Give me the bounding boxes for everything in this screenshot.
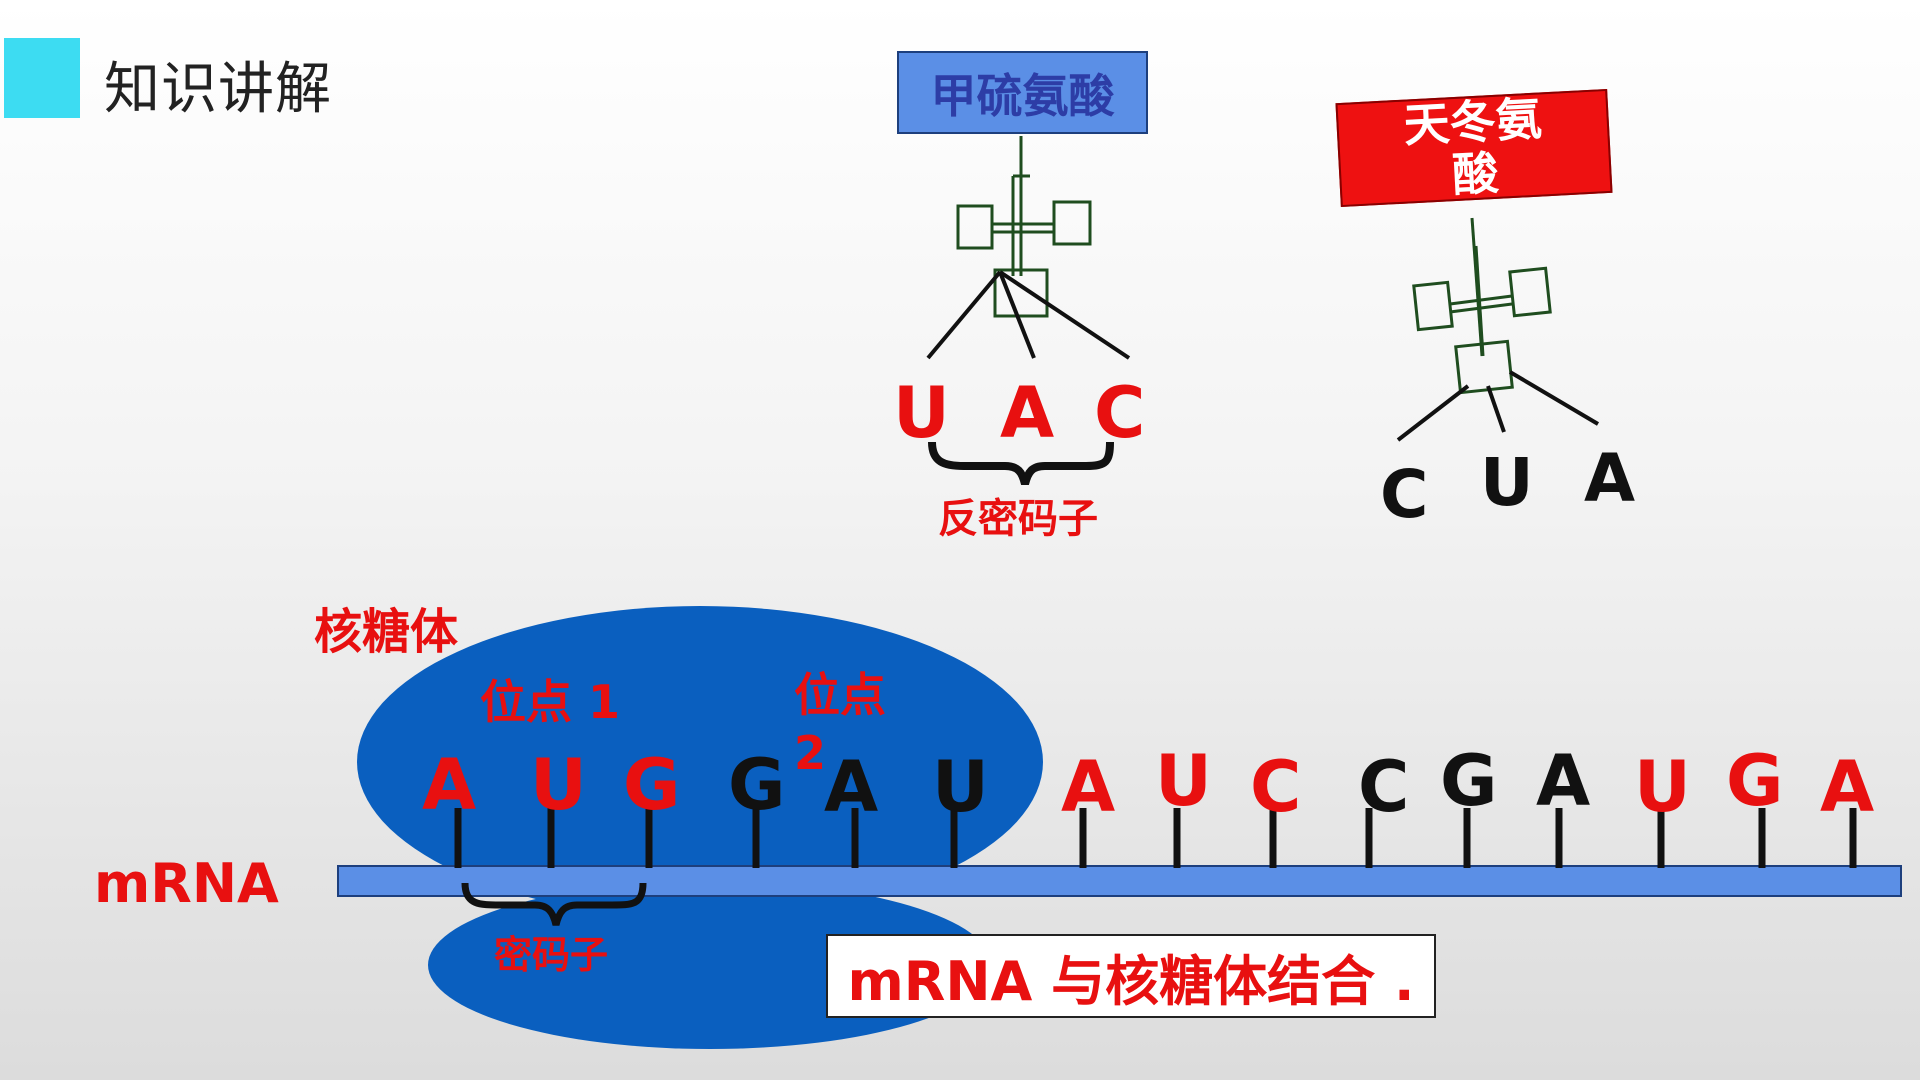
trna-asp-legs (1396, 370, 1600, 442)
mrna-base-9: C (1250, 746, 1302, 828)
mrna-base-ticks (454, 808, 1857, 868)
mrna-base-3: G (623, 744, 681, 826)
mrna-label: mRNA (94, 852, 279, 915)
amino-acid-tag-methionine: 甲硫氨酸 (897, 51, 1148, 134)
page-title: 知识讲解 (104, 57, 332, 122)
trna-asp-structure (1412, 217, 1552, 395)
anticodon-base-2: A (1000, 372, 1055, 454)
ribosome-site-2-label: 位点 2 (794, 668, 886, 780)
mrna-base-1: A (422, 744, 477, 826)
mrna-base-5: A (824, 746, 879, 828)
mrna-base-4: G (728, 744, 786, 826)
mrna-base-8: U (1155, 740, 1212, 822)
amino-acid-label-aspartic-acid: 天冬氨酸 (1402, 91, 1543, 203)
ribosome-label: 核糖体 (314, 604, 459, 660)
header-accent-square (4, 38, 80, 118)
asp-anticodon-base-3: A (1584, 440, 1636, 517)
mrna-base-13: U (1634, 746, 1691, 828)
anticodon-base-1: U (893, 372, 950, 454)
mrna-base-15: A (1820, 746, 1875, 828)
anticodon-label: 反密码子 (938, 496, 1098, 542)
mrna-base-6: U (932, 746, 989, 828)
mrna-base-14: G (1726, 740, 1784, 822)
caption-box: mRNA 与核糖体结合 . (826, 934, 1436, 1018)
asp-anticodon-base-1: C (1380, 456, 1429, 533)
ribosome-site-1-label: 位点 1 (480, 675, 621, 729)
codon-label: 密码子 (494, 933, 609, 977)
trna-met-legs (926, 270, 1131, 360)
mrna-base-2: U (530, 744, 587, 826)
trna-met-structure (956, 136, 1092, 318)
mrna-base-10: C (1358, 746, 1410, 828)
ribosome-large-subunit (357, 606, 1043, 918)
mrna-base-11: G (1440, 740, 1498, 822)
anticodon-brace (928, 441, 1114, 486)
codon-brace (461, 882, 647, 926)
anticodon-base-3: C (1094, 372, 1146, 454)
mrna-base-7: A (1061, 746, 1116, 828)
amino-acid-tag-aspartic-acid: 天冬氨酸 (1335, 88, 1613, 208)
mrna-strand (337, 865, 1902, 897)
asp-anticodon-base-2: U (1480, 444, 1534, 521)
mrna-base-12: A (1536, 740, 1591, 822)
